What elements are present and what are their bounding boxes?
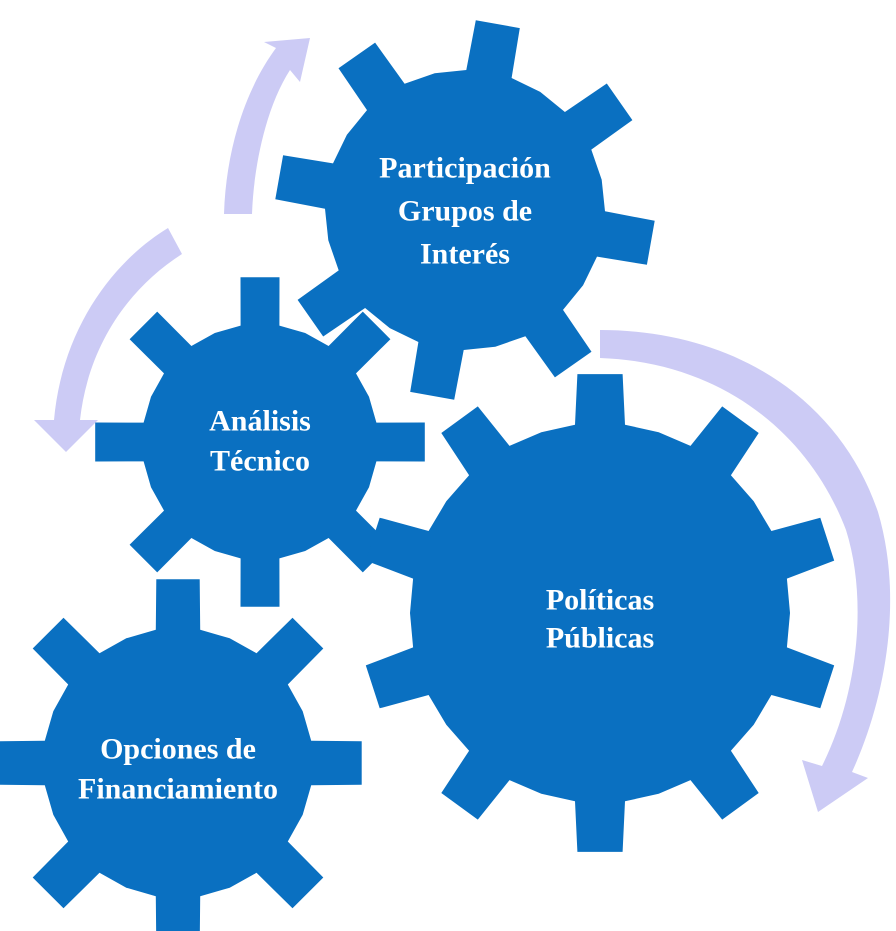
gear-label-line: Interés bbox=[420, 238, 510, 271]
gear-label-line: Participación bbox=[379, 152, 551, 185]
gear-label-line: Políticas bbox=[546, 584, 654, 617]
gear-label-line: Análisis bbox=[209, 405, 311, 438]
curved-arrow-down-icon bbox=[600, 330, 891, 812]
gear-icon bbox=[95, 277, 425, 607]
curved-arrow-down-left-icon bbox=[34, 228, 182, 452]
gear-label-line: Técnico bbox=[210, 445, 310, 478]
curved-arrow-up-right-icon bbox=[224, 38, 310, 214]
gear-icon bbox=[0, 579, 362, 931]
gear-opciones: Opciones de Financiamiento bbox=[0, 579, 362, 931]
gear-label-line: Grupos de bbox=[398, 195, 532, 228]
arrows-layer bbox=[34, 38, 891, 812]
gear-label-line: Opciones de bbox=[100, 733, 256, 766]
gear-icon bbox=[275, 20, 655, 400]
gear-icon bbox=[365, 374, 835, 852]
gear-label-line: Financiamiento bbox=[78, 773, 278, 806]
gear-label-line: Públicas bbox=[546, 622, 654, 655]
